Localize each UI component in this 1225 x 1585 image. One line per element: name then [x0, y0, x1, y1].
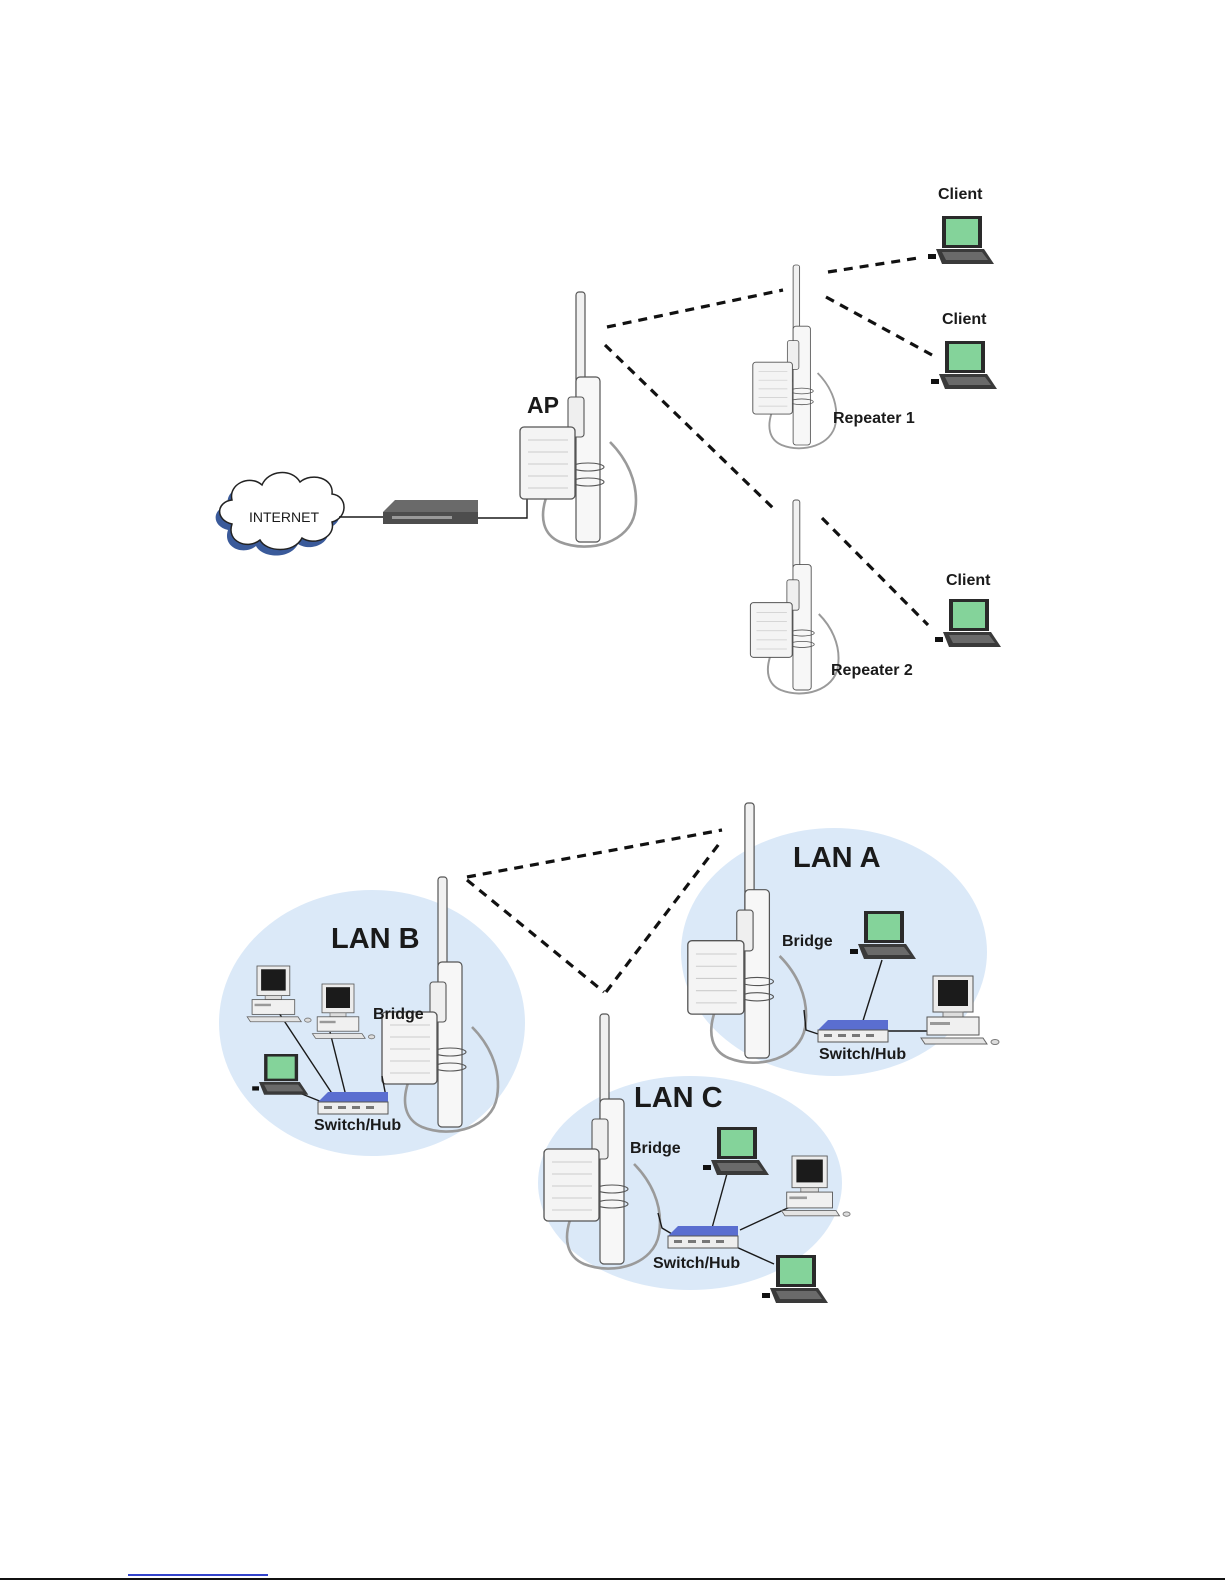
internet-cloud-icon: INTERNET — [216, 473, 344, 556]
bridge-label: Bridge — [630, 1140, 681, 1157]
bridge-label: Bridge — [373, 1006, 424, 1023]
client-label: Client — [938, 186, 983, 203]
switch-hub-label: Switch/Hub — [819, 1046, 906, 1063]
switch-hub-label: Switch/Hub — [314, 1117, 401, 1134]
lan-a-switch-hub-icon — [818, 1020, 888, 1042]
client-laptop-icon — [928, 216, 994, 264]
lan-c-label: LAN C — [634, 1082, 723, 1114]
router-icon — [383, 500, 478, 524]
repeater-2-label: Repeater 2 — [831, 662, 913, 679]
ap-antenna-icon — [520, 292, 636, 547]
ap-repeater-diagram: INTERNET AP Repeater 1 — [216, 186, 1001, 693]
client-label: Client — [946, 572, 991, 589]
ap-label: AP — [527, 392, 559, 418]
lan-bridge-diagram: LAN A LAN B LAN C Bridge Switch/Hub Brid… — [219, 803, 999, 1303]
internet-label: INTERNET — [249, 509, 319, 525]
footer-link-underline[interactable] — [128, 1574, 268, 1576]
repeater-1-label: Repeater 1 — [833, 410, 915, 427]
lan-a-label: LAN A — [793, 842, 881, 874]
lan-a-desktop-icon — [921, 976, 999, 1045]
footer-rule — [0, 1578, 1225, 1580]
lan-c-switch-hub-icon — [668, 1226, 738, 1248]
lan-b-label: LAN B — [331, 923, 420, 955]
switch-hub-label: Switch/Hub — [653, 1255, 740, 1272]
repeater-2-antenna-icon — [750, 500, 838, 693]
lan-b-switch-hub-icon — [318, 1092, 388, 1114]
bridge-label: Bridge — [782, 933, 833, 950]
wireless-links — [605, 258, 932, 625]
client-laptop-icon — [935, 599, 1001, 647]
client-label: Client — [942, 311, 987, 328]
client-laptop-icon — [931, 341, 997, 389]
